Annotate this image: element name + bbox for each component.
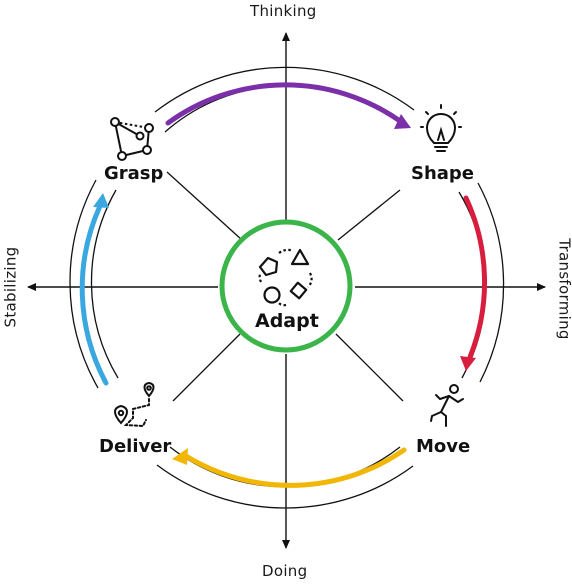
- shapes-cycle-icon: [258, 248, 313, 307]
- arrow-shape-to-move: [463, 195, 487, 360]
- arrow-move-to-deliver: [183, 447, 407, 488]
- axis-label-transforming: Transforming: [555, 238, 572, 340]
- arrow-deliver-to-grasp: [79, 203, 109, 386]
- arrow-grasp-to-shape: [165, 82, 403, 126]
- stage-label-shape: Shape: [411, 163, 475, 184]
- cycle-arrows: [79, 82, 487, 488]
- diagonal-spokes: [166, 171, 404, 402]
- running-person-icon: [430, 384, 464, 427]
- stage-label-deliver: Deliver: [99, 436, 172, 457]
- stage-label-grasp: Grasp: [104, 163, 164, 184]
- axis-label-doing: Doing: [262, 562, 308, 580]
- connected-nodes-icon: [110, 117, 154, 161]
- route-pins-icon: [114, 381, 155, 428]
- arrowhead-grasp-to-shape: [394, 114, 411, 129]
- ring-arc-left-outer: [69, 179, 99, 389]
- spoke-upper-left: [166, 171, 243, 241]
- stage-label-move: Move: [416, 436, 471, 457]
- ring-arc-right-outer: [477, 182, 505, 383]
- arrowhead-deliver-to-grasp: [93, 193, 109, 208]
- lightbulb-icon: [420, 104, 462, 152]
- ring-arc-bottom-outer: [156, 464, 414, 509]
- arrowhead-move-to-deliver: [172, 448, 188, 465]
- spoke-upper-right: [337, 189, 401, 241]
- axes: [27, 32, 546, 549]
- spoke-lower-left: [172, 333, 241, 402]
- adapt-ring: [219, 219, 353, 353]
- axis-label-stabilizing: Stabilizing: [1, 246, 20, 328]
- ring-arc-top-outer: [154, 66, 415, 113]
- axis-label-thinking: Thinking: [250, 2, 317, 20]
- center-label-adapt: Adapt: [255, 310, 319, 332]
- ring-arc-left-inner: [90, 189, 119, 379]
- arrowhead-shape-to-move: [460, 356, 476, 371]
- spoke-lower-right: [335, 333, 404, 402]
